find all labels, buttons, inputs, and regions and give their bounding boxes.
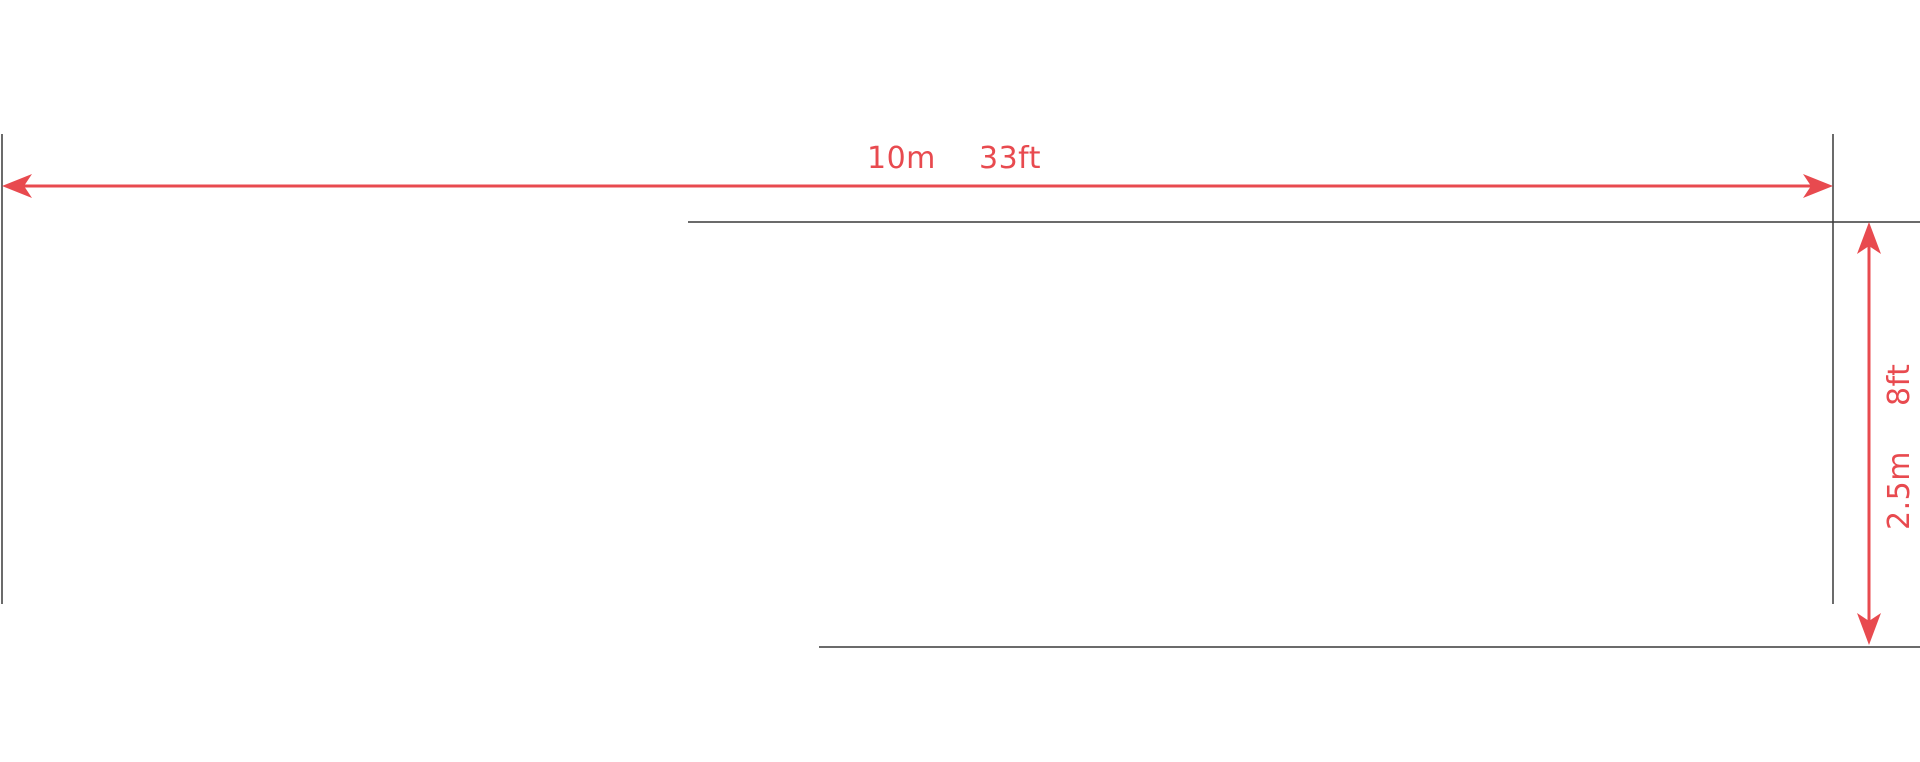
height-dimension-arrow xyxy=(1857,222,1881,645)
structure-lines xyxy=(1,134,1920,648)
height-imperial-label: 8ft xyxy=(1882,364,1917,406)
width-arrow-left-head xyxy=(2,174,32,198)
width-metric-label: 10m xyxy=(867,141,936,176)
width-arrow-right-head xyxy=(1803,174,1833,198)
height-metric-label: 2.5m xyxy=(1882,451,1917,530)
height-label-group: 2.5m 8ft xyxy=(1882,364,1917,530)
height-arrow-top-head xyxy=(1857,222,1881,254)
width-dimension-arrow xyxy=(2,174,1833,198)
height-arrow-bottom-head xyxy=(1857,613,1881,645)
width-imperial-label: 33ft xyxy=(979,141,1041,176)
